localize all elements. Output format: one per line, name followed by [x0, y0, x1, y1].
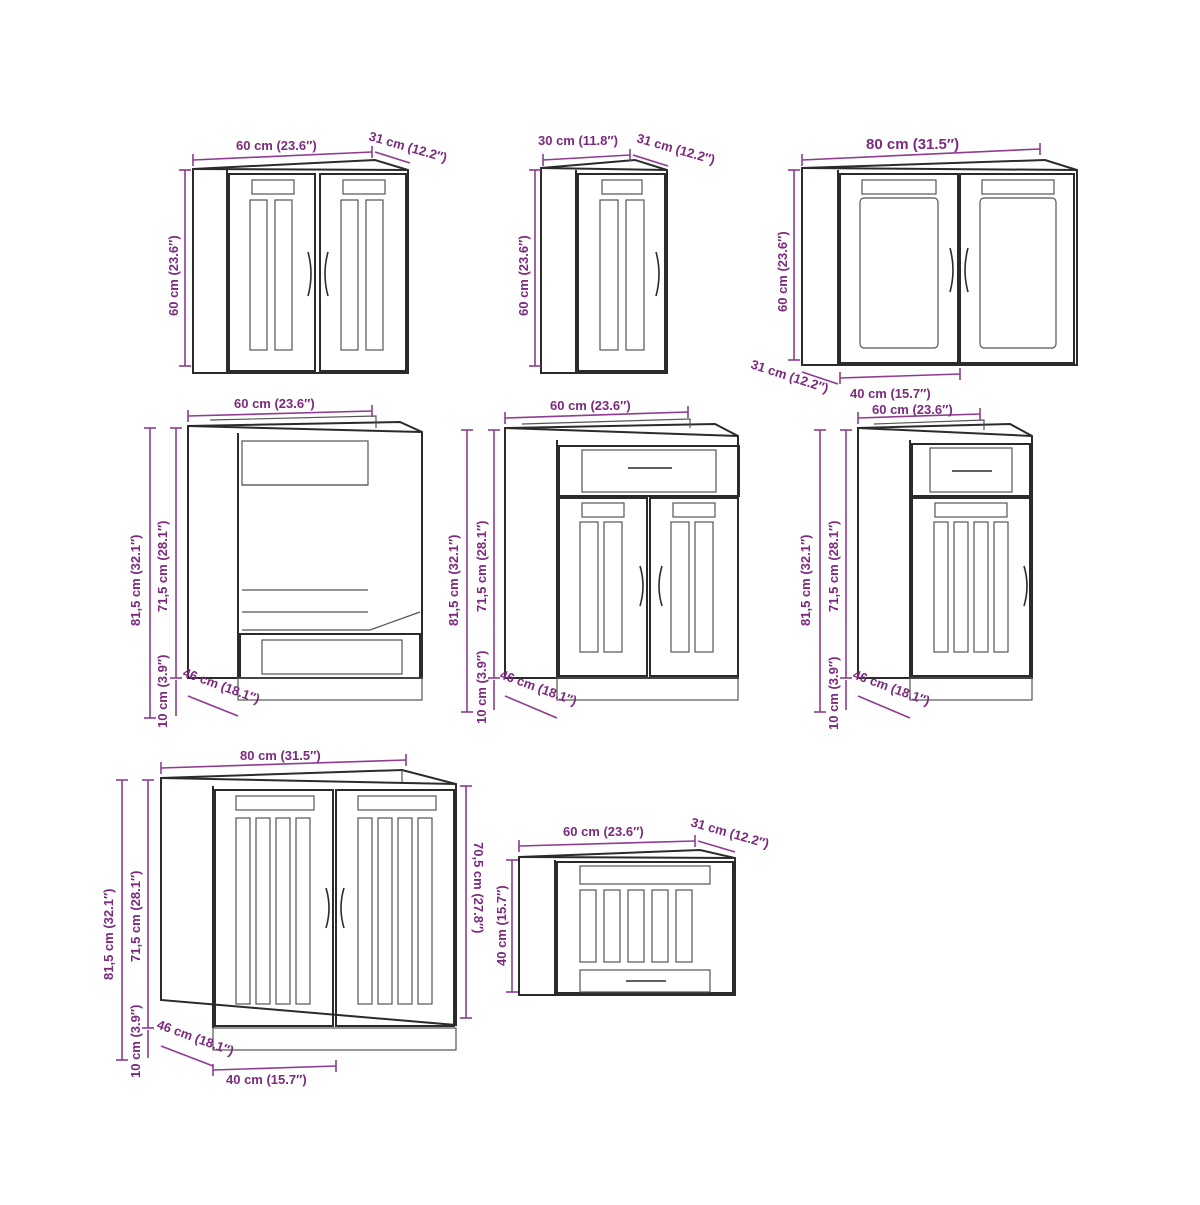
sink-80-width-label: 80 cm (31.5″): [240, 748, 321, 763]
drawer-single-width-label: 60 cm (23.6″): [872, 402, 953, 417]
sink-80-body-height-label: 71,5 cm (28.1″): [128, 870, 143, 962]
drawer-cabinet-60: [504, 418, 740, 701]
wall-cabinet-80: [801, 158, 1078, 366]
drawer-single-plinth-height-label: 10 cm (3.9″): [826, 657, 841, 730]
oven-60-body-height-label: 71,5 cm (28.1″): [155, 520, 170, 612]
sink-80-depth-label: 46 cm (18.1″): [155, 1017, 236, 1059]
wall-80-width-label: 80 cm (31.5″): [866, 136, 959, 153]
wall-30-width-label: 30 cm (11.8″): [538, 133, 618, 148]
hood-60-depth-label: 31 cm (12.2″): [689, 814, 771, 851]
wall-30-depth-label: 31 cm (12.2″): [635, 130, 717, 167]
sink-80-total-height-label: 81,5 cm (32.1″): [101, 888, 116, 980]
hood-cabinet-60: [518, 848, 736, 996]
sink-80-dims: 80 cm (31.5″) 81,5 cm (32.1″) 71,5 cm (2…: [101, 748, 486, 1087]
sink-80-door-height-label: 70,5 cm (27.8″): [471, 842, 486, 934]
wall-80-height-label: 60 cm (23.6″): [775, 231, 790, 312]
sink-80-inner-width-label: 40 cm (15.7″): [226, 1072, 307, 1087]
oven-60-plinth-height-label: 10 cm (3.9″): [155, 655, 170, 728]
drawer-single-total-height-label: 81,5 cm (32.1″): [798, 534, 813, 626]
oven-60-width-label: 60 cm (23.6″): [234, 396, 315, 411]
sink-80-plinth-height-label: 10 cm (3.9″): [128, 1005, 143, 1078]
wall-80-inner-width-label: 40 cm (15.7″): [850, 386, 931, 401]
wall-cabinet-30: [540, 158, 668, 374]
hood-60-width-label: 60 cm (23.6″): [563, 824, 644, 839]
drawer-single-body-height-label: 71,5 cm (28.1″): [826, 520, 841, 612]
wall-60-height-label: 60 cm (23.6″): [166, 235, 181, 316]
wall-60-width-label: 60 cm (23.6″): [236, 138, 317, 153]
wall-cabinet-60: [192, 158, 409, 374]
oven-cabinet-60: [187, 415, 423, 701]
wall-60-depth-label: 31 cm (12.2″): [367, 128, 449, 165]
drawer-60-plinth-height-label: 10 cm (3.9″): [474, 651, 489, 724]
hood-60-height-label: 40 cm (15.7″): [494, 885, 509, 966]
drawer-60-body-height-label: 71,5 cm (28.1″): [474, 520, 489, 612]
wall-30-height-label: 60 cm (23.6″): [516, 235, 531, 316]
drawer-60-total-height-label: 81,5 cm (32.1″): [446, 534, 461, 626]
drawer-cabinet-single: [857, 419, 1033, 701]
drawer-60-width-label: 60 cm (23.6″): [550, 398, 631, 413]
sink-cabinet-80: [160, 768, 457, 1051]
oven-60-total-height-label: 81,5 cm (32.1″): [128, 534, 143, 626]
